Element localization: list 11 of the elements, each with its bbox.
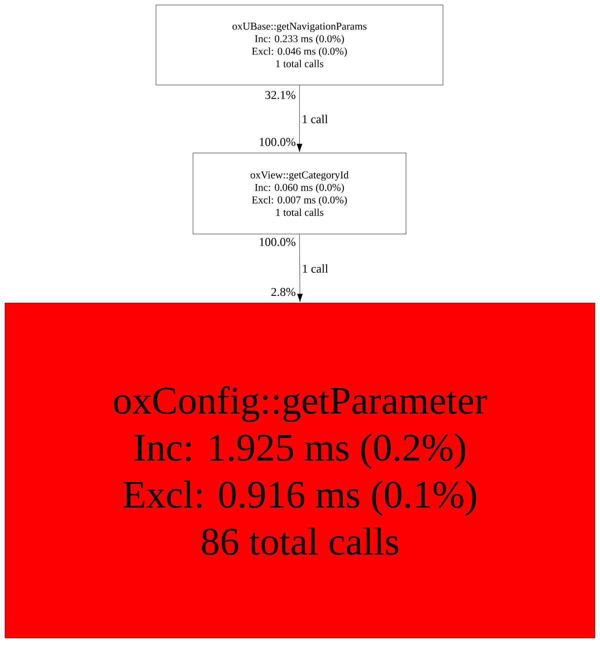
arrow [296,85,302,152]
function-box: oxConfig::getParameter Inc: 1.925 ms (0.2%) Excl: 0.916 ms (0.1%) 86 total calls [4,302,596,638]
percentage-label: 100.0% [260,138,296,146]
percentage-label: 2.8% [271,288,296,296]
edge-label: 1 call [303,264,328,273]
function-box: oxUBase::getNavigationParams Inc: 0.233 ms (0.0%) Excl: 0.046 ms (0.0%) 1 total calls [156,4,444,86]
arrow [297,234,303,302]
function-box: oxView::getCategoryId Inc: 0.060 ms (0.0%) Excl: 0.007 ms (0.0%) 1 total calls [192,152,406,234]
edge-label: 1 call [302,114,328,124]
percentage-label: 32.1% [265,90,296,100]
percentage-label: 100.0% [260,238,296,246]
